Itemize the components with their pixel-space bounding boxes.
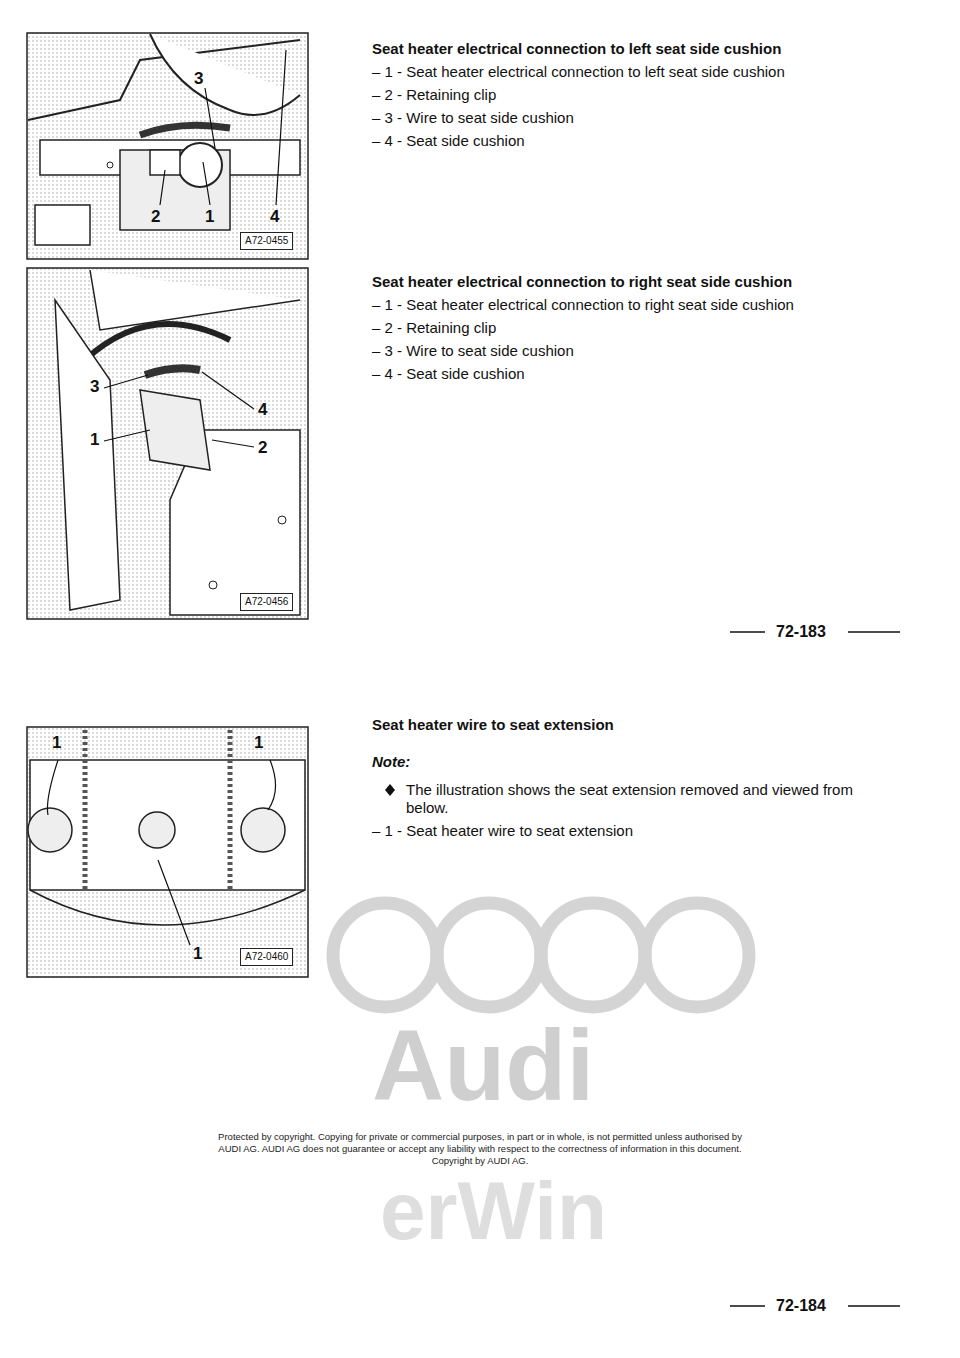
callout-number: 2 — [258, 439, 267, 457]
figure-number-box: A72-0460 — [240, 948, 293, 966]
callout-number: 1 — [254, 734, 263, 752]
page-number: 72-183 — [776, 623, 826, 641]
callout-number: 2 — [151, 208, 160, 226]
legend-item: – 4 - Seat side cushion — [372, 365, 525, 383]
illustration-left-connection — [27, 33, 308, 259]
note-text: The illustration shows the seat extensio… — [406, 781, 881, 817]
figure-number-box: A72-0455 — [240, 232, 293, 250]
watermark: Audi — [372, 1010, 594, 1120]
callout-number: 1 — [90, 431, 99, 449]
page-number: 72-184 — [776, 1297, 826, 1315]
callout-number: 3 — [194, 70, 203, 88]
figure-number-box: A72-0456 — [240, 593, 293, 611]
copyright-notice: Protected by copyright. Copying for priv… — [210, 1131, 750, 1167]
callout-number: 4 — [258, 401, 267, 419]
audi-rings — [333, 903, 749, 1007]
legend-item: – 2 - Retaining clip — [372, 86, 496, 104]
page-rules — [730, 632, 900, 1306]
legend-item: – 4 - Seat side cushion — [372, 132, 525, 150]
legend-item: – 3 - Wire to seat side cushion — [372, 342, 574, 360]
watermark: erWin — [380, 1165, 607, 1257]
callout-number: 3 — [90, 378, 99, 396]
legend-item: – 3 - Wire to seat side cushion — [372, 109, 574, 127]
legend-item: – 1 - Seat heater electrical connection … — [372, 63, 785, 81]
section-heading: Seat heater electrical connection to rig… — [372, 273, 792, 291]
callout-number: 1 — [193, 945, 202, 963]
illustration-right-connection — [27, 268, 308, 619]
callout-number: 1 — [205, 208, 214, 226]
note-heading: Note: — [372, 753, 410, 771]
section-heading: Seat heater electrical connection to lef… — [372, 40, 781, 58]
callout-number: 4 — [270, 208, 279, 226]
legend-item: – 1 - Seat heater electrical connection … — [372, 296, 794, 314]
figure-number: A72-0460 — [245, 951, 288, 962]
legend-item: – 2 - Retaining clip — [372, 319, 496, 337]
figure-number: A72-0456 — [245, 596, 288, 607]
callout-number: 1 — [52, 734, 61, 752]
illustration-seat-extension — [27, 727, 308, 977]
figure-number: A72-0455 — [245, 235, 288, 246]
legend-item: – 1 - Seat heater wire to seat extension — [372, 822, 633, 840]
bullet-diamond — [385, 784, 395, 796]
section-heading: Seat heater wire to seat extension — [372, 716, 614, 734]
